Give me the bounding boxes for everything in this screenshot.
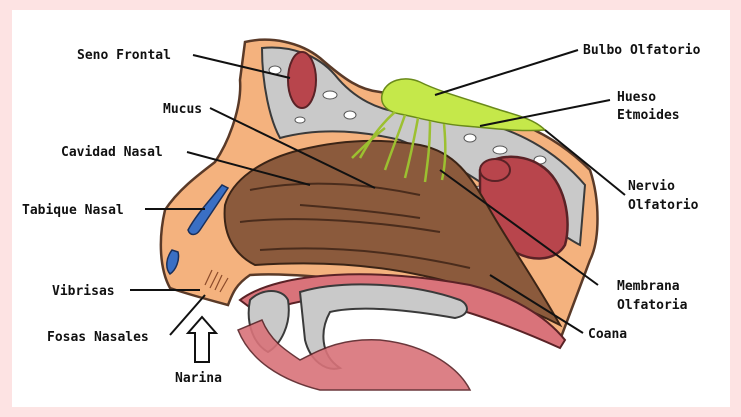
label-tabique-nasal: Tabique Nasal — [22, 203, 124, 218]
septum-vessel-bottom — [166, 249, 180, 275]
vibrissae-hairs — [204, 269, 229, 293]
label-cavidad-nasal: Cavidad Nasal — [61, 145, 163, 160]
turbinate-lines — [239, 182, 471, 269]
label-hueso-line2: Etmoides — [617, 108, 680, 123]
olfactory-nerves — [351, 111, 447, 183]
narina-arrow-icon — [185, 315, 219, 363]
leader-lines — [130, 49, 626, 336]
frontal-sinus — [287, 51, 317, 109]
label-mucus: Mucus — [163, 102, 202, 117]
nasal-cavity — [223, 139, 563, 328]
label-coana: Coana — [588, 327, 627, 342]
label-fosas-nasales: Fosas Nasales — [47, 330, 149, 345]
label-bulbo-olfatorio: Bulbo Olfatorio — [583, 43, 701, 58]
label-nervio-line2: Olfatorio — [628, 198, 699, 213]
label-narina: Narina — [175, 371, 222, 386]
label-seno-frontal: Seno Frontal — [77, 48, 171, 63]
sphenoid-sinus-inner — [479, 158, 511, 182]
label-membrana-line1: Membrana — [617, 279, 680, 294]
label-hueso-line1: Hueso — [617, 90, 656, 105]
lower-mucosa — [237, 319, 472, 391]
label-vibrisas: Vibrisas — [52, 284, 115, 299]
label-nervio-line1: Nervio — [628, 179, 675, 194]
label-membrana-line2: Olfatoria — [617, 298, 688, 313]
